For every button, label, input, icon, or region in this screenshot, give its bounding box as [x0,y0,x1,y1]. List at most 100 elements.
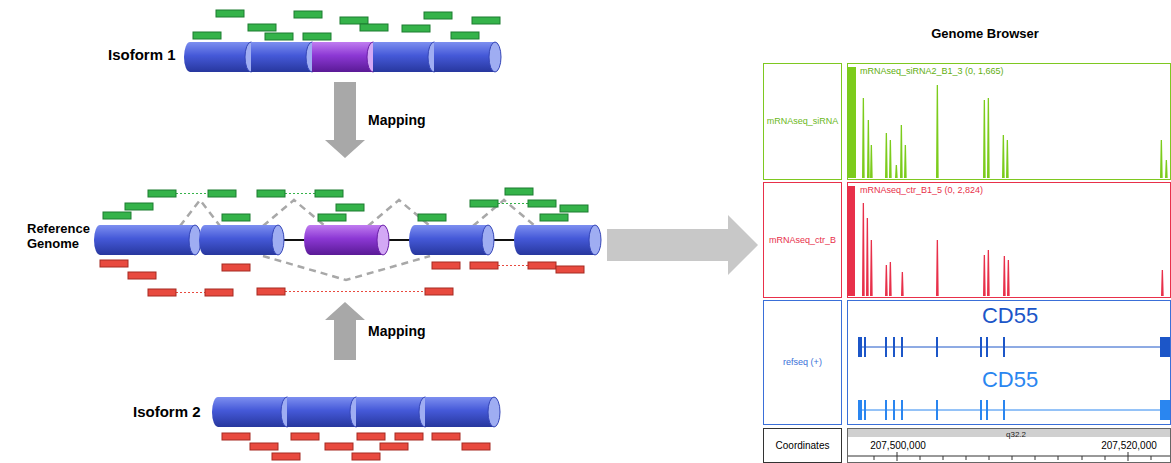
reference-genome-figure [94,200,601,280]
edge-label: Mapping [368,323,426,339]
exon [251,42,312,72]
exon [415,225,488,255]
exon-alternative [312,42,373,72]
sequencing-read [462,443,490,450]
track-name-box: mRNAseq_siRNA [763,63,842,180]
block-arrow [325,302,365,360]
transcript-isoform: Isoform 2 [100,362,500,463]
intron-line [858,347,1160,348]
sequencing-read [540,214,568,221]
exon-block [1003,400,1005,420]
exon [100,225,195,255]
exon-block [901,400,903,420]
exon-cap [589,225,601,255]
gene-model [858,337,1171,357]
sequencing-read [315,190,343,197]
sequencing-read [432,262,460,269]
exon-block [936,337,938,357]
sequencing-read [528,262,556,269]
exon-block [858,400,862,420]
exon-cap [489,42,501,72]
sequencing-read [148,289,176,296]
sequencing-read [250,443,278,450]
reference-genome: Reference Genome [24,160,605,300]
gene-model [858,400,1171,420]
sequencing-read [100,260,128,267]
exon-block [1160,400,1171,420]
mapped-reads-isoform-1 [103,188,588,221]
intron-line [858,410,1160,411]
exon-block [901,337,903,357]
node-text: Coordinates [764,440,841,452]
sequencing-read [360,24,388,31]
sequencing-read [103,212,131,219]
block-arrow [325,82,365,158]
splice-junction [180,200,535,226]
node-text: 207,520,000 [1089,440,1169,452]
sequencing-read [505,188,533,195]
sequencing-read [222,264,250,271]
exon [287,397,356,427]
sequencing-read [340,17,368,24]
sequencing-read [193,32,221,39]
exon-block [980,337,982,357]
exon-cap [488,397,500,427]
sequencing-read [148,190,176,197]
coverage-peaks [848,67,1168,178]
exon-block [936,400,938,420]
exon-block [864,400,866,420]
sequencing-read [470,262,498,269]
sequencing-read [472,17,500,24]
exon-cap [272,225,284,255]
sequencing-read [418,214,446,221]
exon-block [885,400,887,420]
track-name-box: refseq (+) [763,300,842,425]
node-text: mRNAseq_ctr_B1_5 (0, 2,824) [858,185,985,195]
exon-block [986,337,988,357]
block-arrow [607,215,758,275]
exon [425,397,494,427]
sequencing-read [205,289,233,296]
sequencing-read [128,272,156,279]
sequencing-read [257,288,285,295]
sequencing-read [325,443,353,450]
sequencing-read [208,190,236,197]
exon-block [893,337,895,357]
reads-isoform-1 [193,10,500,40]
coverage-track: mRNAseq_siRNA2_B1_3 (0, 1,665) [847,63,1171,180]
node-text: mRNAseq_siRNA [764,116,841,126]
node-text: Isoform 1 [108,46,176,63]
sequencing-read [528,200,556,207]
sequencing-read [556,266,584,273]
exon-block [864,337,866,357]
node-text: q32.2 [986,430,1046,439]
exon-cap [482,225,494,255]
gene-track: CD55CD55 [847,300,1171,425]
exon-block [980,400,982,420]
sequencing-read [402,25,430,32]
transcript-isoform: Isoform 1 [100,5,500,80]
sequencing-read [291,433,319,440]
track-name-box: mRNAseq_ctr_B [763,182,842,298]
ruler-ticks [874,452,1151,461]
splice-junction-skip [263,256,430,280]
ruler-line [848,456,1170,457]
sequencing-read [336,204,364,211]
sequencing-read [303,33,331,40]
exon [434,42,495,72]
exon-block [893,400,895,420]
node-text: 207,500,000 [858,440,938,452]
node-text: CD55 [970,303,1050,328]
track-name-box: Coordinates [763,428,842,463]
exon [205,225,278,255]
exon-block [1160,337,1171,357]
transcript-isoform-1 [184,42,501,72]
sequencing-read [352,453,380,460]
sequencing-read [125,203,153,210]
node-text: Isoform 2 [133,403,201,420]
exon [356,397,425,427]
exon-block [986,400,988,420]
sequencing-read [222,433,250,440]
sequencing-read [451,32,479,39]
reads-isoform-2 [222,433,490,460]
